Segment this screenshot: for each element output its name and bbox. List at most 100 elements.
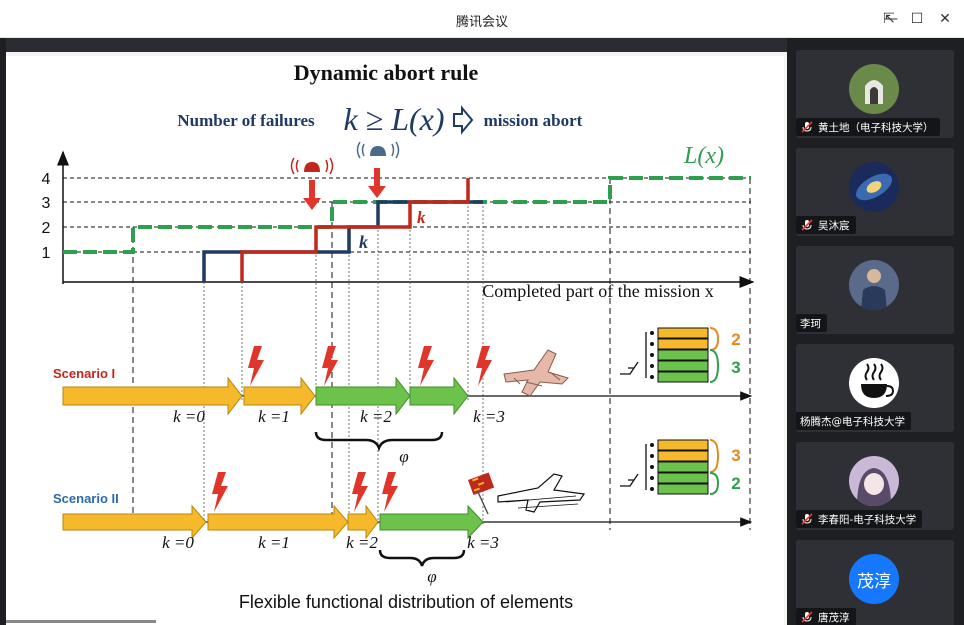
- galaxy-photo-icon: [849, 162, 899, 212]
- lightning-icon: [418, 346, 434, 386]
- scenario2-phase-k1: [207, 504, 349, 540]
- participant-tile[interactable]: 吴沐宸: [796, 148, 954, 236]
- lightning-icon: [352, 472, 368, 512]
- participant-name-bar: 唐茂淳: [796, 608, 856, 625]
- anime-photo-icon: [849, 456, 899, 506]
- scenario1-k0: k =0: [173, 407, 205, 426]
- element-stack-scenario1: [620, 327, 720, 383]
- slide-title: Dynamic abort rule: [294, 60, 479, 85]
- scenario2-k3: k =3: [467, 533, 499, 552]
- stack1-count-bottom: 3: [731, 358, 740, 377]
- mic-muted-icon: [801, 611, 813, 623]
- failure-count-line-scenario2: [202, 200, 483, 282]
- participant-name-bar: 李珂: [796, 314, 827, 332]
- window-title: 腾讯会议: [455, 15, 508, 30]
- implies-arrow-icon: [453, 105, 474, 135]
- stack2-count-bottom: 2: [731, 474, 740, 493]
- y-tick-2: 2: [42, 220, 51, 237]
- scenario2-k1: k =1: [258, 533, 290, 552]
- scenario1-k1: k =1: [258, 407, 290, 426]
- slide-footer: Flexible functional distribution of elem…: [239, 592, 573, 612]
- y-tick-4: 4: [42, 171, 51, 188]
- scenario2-phase-k0: [62, 504, 207, 540]
- avatar-text: 茂淳: [857, 571, 891, 592]
- stack1-count-top: 2: [731, 330, 740, 349]
- crashed-plane-icon: [503, 349, 569, 397]
- close-button[interactable]: ✕: [939, 11, 951, 27]
- element-stack-scenario2: [620, 439, 720, 495]
- shared-screen: Dynamic abort rule Number of failures k …: [6, 52, 787, 625]
- participant-tile[interactable]: 茂淳 唐茂淳: [796, 540, 954, 625]
- coffee-cup-icon: [849, 358, 899, 408]
- participant-name: 杨腾杰@电子科技大学: [800, 415, 905, 428]
- scenario1-phase-k0: [62, 376, 243, 416]
- scenario1-phase-k2a: [315, 376, 411, 416]
- text-avatar: 茂淳: [849, 554, 899, 604]
- mic-muted-icon: [801, 219, 813, 231]
- phase-guides: [132, 178, 751, 530]
- window-left-edge: [0, 38, 6, 625]
- landed-plane-icon: [497, 473, 586, 513]
- participant-name-bar: 吴沐宸: [796, 216, 856, 234]
- scenario1-k3: k =3: [473, 407, 505, 426]
- scenario2-k0: k =0: [162, 533, 194, 552]
- threshold-line-Lx: [63, 176, 751, 254]
- lightning-icon: [248, 346, 264, 386]
- stack2-count-top: 3: [731, 446, 740, 465]
- pin-icon[interactable]: ⇱: [883, 11, 895, 27]
- scenario2-phase-k2b: [379, 504, 484, 540]
- mic-muted-icon: [801, 121, 813, 133]
- scenario2-label: Scenario II: [53, 491, 119, 506]
- person-photo-icon: [849, 260, 899, 310]
- x-axis-label: Completed part of the mission x: [482, 281, 713, 301]
- k-label-red: k: [417, 208, 426, 227]
- scenario1-phase-k2b: [409, 376, 469, 416]
- screen-share-toolbar: [6, 38, 787, 52]
- scenario1-phi: φ: [399, 447, 408, 466]
- scenario1-k2: k =2: [360, 407, 392, 426]
- horizontal-scrollbar[interactable]: [6, 620, 156, 623]
- scenario1-failure-bolts: [248, 346, 492, 386]
- scenario1-phase-k1: [243, 376, 316, 416]
- alarm-red-icon: [290, 157, 334, 210]
- participant-name: 唐茂淳: [818, 611, 850, 624]
- mic-muted-icon: [801, 513, 813, 525]
- window-titlebar: 腾讯会议 ⇱ — ☐ ✕: [0, 0, 964, 38]
- lightning-icon: [382, 472, 398, 512]
- scenario1-label: Scenario I: [53, 366, 115, 381]
- scenario2-k2: k =2: [346, 533, 378, 552]
- level-gridlines: [63, 177, 751, 253]
- maximize-button[interactable]: ☐: [910, 11, 924, 27]
- participant-tile[interactable]: 李春阳-电子科技大学: [796, 442, 954, 530]
- abort-formula: k ≥ L(x): [343, 101, 444, 137]
- alarm-blue-icon: [356, 141, 400, 198]
- minimize-button[interactable]: —: [884, 11, 898, 27]
- y-tick-3: 3: [42, 195, 51, 212]
- lightning-icon: [476, 346, 492, 386]
- participant-tile[interactable]: 黄土地（电子科技大学）: [796, 50, 954, 138]
- scenario2-failure-bolts: [212, 472, 398, 512]
- participant-panel: 黄土地（电子科技大学） 吴沐宸 李珂 杨腾杰@电子科技大学: [787, 38, 964, 625]
- participant-tile[interactable]: 李珂: [796, 246, 954, 334]
- participant-name-bar: 杨腾杰@电子科技大学: [796, 412, 911, 430]
- scenario1-brace: [314, 431, 444, 452]
- finish-flag-icon: [468, 472, 495, 515]
- arch-photo-icon: [849, 64, 899, 114]
- scenario2-brace: [378, 549, 466, 567]
- presentation-slide: Dynamic abort rule Number of failures k …: [6, 56, 784, 625]
- scenario2-phase-k2: [347, 504, 379, 540]
- slide-canvas: Dynamic abort rule Number of failures k …: [42, 60, 755, 612]
- participant-name: 李珂: [800, 317, 821, 330]
- participant-name-bar: 黄土地（电子科技大学）: [796, 118, 940, 136]
- lightning-icon: [322, 346, 338, 386]
- participant-name-bar: 李春阳-电子科技大学: [796, 510, 923, 528]
- threshold-legend-label: L(x): [683, 143, 724, 169]
- lightning-icon: [212, 472, 228, 512]
- k-label-navy: k: [359, 232, 368, 252]
- participant-name: 吴沐宸: [818, 219, 850, 232]
- participant-name: 李春阳-电子科技大学: [818, 513, 917, 526]
- participant-tile[interactable]: 杨腾杰@电子科技大学: [796, 344, 954, 432]
- subtitle-right: mission abort: [484, 111, 583, 130]
- scenario2-phi: φ: [427, 567, 436, 586]
- subtitle-left: Number of failures: [177, 111, 315, 130]
